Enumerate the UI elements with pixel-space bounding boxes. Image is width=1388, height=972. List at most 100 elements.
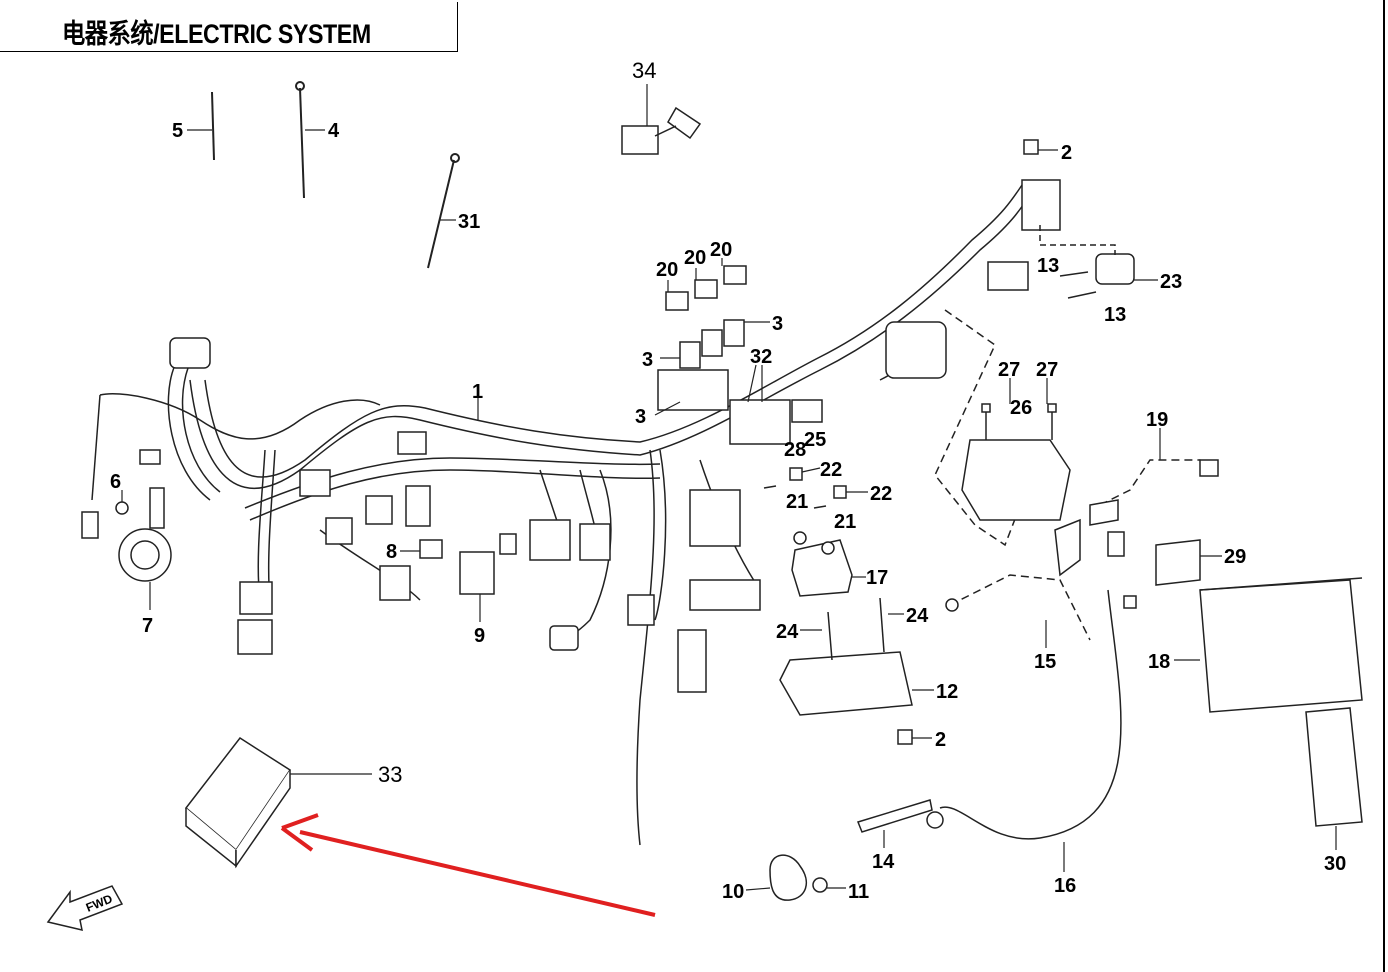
callout-3-right: 3 [772, 313, 783, 335]
fwd-indicator: FWD [46, 885, 124, 931]
callout-27-a: 27 [998, 359, 1020, 381]
highlight-arrow-head [280, 813, 319, 852]
callout-22-b: 22 [870, 483, 892, 505]
connector-e [397, 431, 427, 455]
connector-d [405, 485, 431, 527]
regulator-12 [779, 651, 913, 716]
leader-lines [121, 84, 1337, 891]
regulator-area [763, 467, 913, 716]
highlight-arrow-shaft [299, 830, 656, 917]
battery-area [939, 459, 1363, 840]
connector-f [379, 565, 411, 601]
strap-14 [857, 799, 933, 833]
callout-7: 7 [142, 615, 153, 637]
cable-ties [211, 81, 460, 269]
connector-25 [791, 399, 823, 423]
cable-tie-4 [299, 87, 305, 199]
callout-30: 30 [1324, 853, 1346, 875]
headlight-connector [169, 337, 211, 369]
bolt-2-top [1023, 139, 1039, 155]
module-33 [184, 736, 292, 869]
callout-18: 18 [1148, 651, 1170, 673]
relays-and-fuses [665, 265, 747, 369]
bolt-13-lower [1067, 291, 1097, 299]
diagram-title: 电器系统/ELECTRIC SYSTEM [62, 19, 371, 49]
callout-10: 10 [722, 881, 744, 903]
relay-20-c [723, 265, 747, 285]
connector-19 [1199, 459, 1219, 477]
connector-c [365, 495, 393, 525]
callout-24-a: 24 [776, 621, 799, 643]
flasher-9 [459, 551, 495, 595]
connector-9 [499, 533, 517, 555]
callout-8: 8 [386, 541, 397, 563]
callout-2-top: 2 [1061, 142, 1072, 164]
horn-7-inner [130, 540, 160, 570]
connector-upper-right [987, 261, 1029, 291]
sensor-23 [1095, 253, 1135, 285]
cable-tie-31-head [450, 153, 460, 163]
callout-29: 29 [1224, 546, 1246, 568]
boot-19 [1089, 499, 1119, 526]
callout-19: 19 [1146, 409, 1168, 431]
callout-32: 32 [750, 346, 772, 368]
part-26-ecu [934, 309, 1071, 547]
screw-21-b [813, 505, 827, 509]
callout-22-a: 22 [820, 459, 842, 481]
cable-tie-4-head [295, 81, 305, 91]
highlight-arrow [280, 813, 656, 917]
callout-21-a: 21 [786, 491, 808, 513]
relay-20-a [665, 291, 689, 311]
callout-21-b: 21 [834, 511, 856, 533]
connector-horn-lower [237, 619, 273, 655]
connector-left-small [139, 449, 161, 465]
callout-2-lower: 2 [935, 729, 946, 751]
fuse-3-b [701, 329, 723, 357]
callout-31: 31 [458, 211, 480, 233]
callout-13-lower: 13 [1104, 304, 1126, 326]
callout-16: 16 [1054, 875, 1076, 897]
connector-34-tag [667, 106, 702, 140]
callout-3-lower: 3 [635, 406, 646, 428]
pad-30 [1305, 707, 1363, 827]
callout-23: 23 [1160, 271, 1182, 293]
callout-26: 26 [1010, 397, 1032, 419]
callout-20-c: 20 [710, 239, 732, 261]
callout-12: 12 [936, 681, 958, 703]
starter-relay-17 [791, 539, 853, 597]
callout-20-a: 20 [656, 259, 678, 281]
connector-b [325, 517, 353, 545]
cable-tie-5 [211, 91, 215, 161]
connector-j [689, 579, 761, 611]
callouts: 34 5 4 31 2 13 23 13 20 20 20 3 3 32 3 1… [110, 58, 1346, 903]
screw-27-a [981, 403, 991, 413]
battery-18 [1199, 579, 1363, 713]
callout-17: 17 [866, 567, 888, 589]
callout-13-upper: 13 [1037, 255, 1059, 277]
screw-27-b [1047, 403, 1057, 413]
callout-15: 15 [1034, 651, 1056, 673]
callout-9: 9 [474, 625, 485, 647]
clip-22-a [789, 467, 803, 481]
connector-battery [1107, 531, 1125, 557]
cable-15-terminal [945, 598, 959, 612]
clip-22-b [833, 485, 847, 499]
relay-group-block [657, 369, 729, 411]
horn-area [115, 487, 517, 595]
cable-19 [1099, 459, 1216, 506]
callout-4: 4 [328, 120, 340, 142]
callout-5: 5 [172, 120, 183, 142]
callout-1: 1 [472, 381, 483, 403]
callout-28: 28 [784, 439, 806, 461]
callout-25: 25 [804, 429, 826, 451]
callout-11: 11 [848, 881, 869, 903]
bolt-2-lower [897, 729, 913, 745]
fuse-3-a [679, 341, 701, 369]
connector-horn [239, 581, 273, 615]
ecu-connector [885, 321, 947, 379]
connector-34 [621, 125, 659, 155]
horn-bracket [149, 487, 165, 529]
callout-27-b: 27 [1036, 359, 1058, 381]
